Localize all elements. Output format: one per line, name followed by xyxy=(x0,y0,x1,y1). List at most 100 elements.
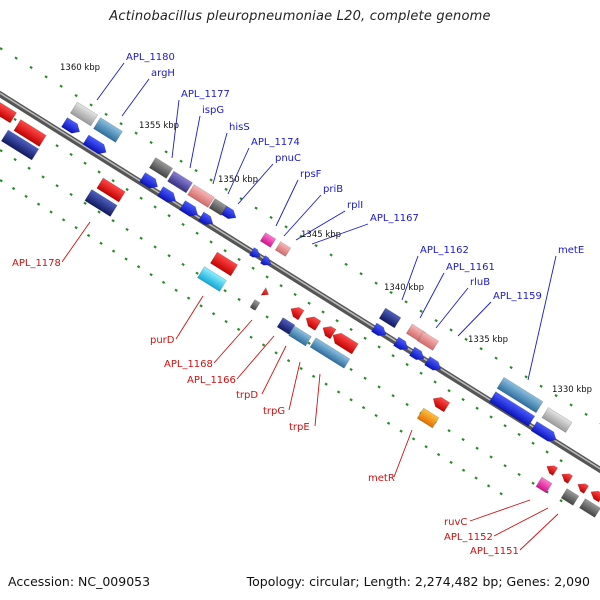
gc-dot xyxy=(41,175,45,179)
gc-dot xyxy=(359,272,363,276)
gene-label-forward[interactable]: APL_1159 xyxy=(493,291,542,302)
scale-tick-label: 1355 kbp xyxy=(139,121,179,131)
leader-line xyxy=(237,163,274,205)
gene-label-forward[interactable]: rluB xyxy=(470,277,490,288)
cds-arrow xyxy=(530,421,557,442)
leader-line xyxy=(295,210,346,241)
leader-line xyxy=(236,335,275,380)
gc-dot xyxy=(486,484,491,488)
gene-label-forward[interactable]: pnuC xyxy=(275,153,301,164)
cds-block xyxy=(288,325,312,347)
gc-dot xyxy=(139,236,143,240)
gc-dot xyxy=(479,347,483,351)
gc-dot xyxy=(419,309,423,313)
gc-dot xyxy=(419,371,423,375)
gc-dot xyxy=(167,214,171,218)
gene-label-forward[interactable]: hisS xyxy=(229,122,250,133)
gc-dot xyxy=(0,149,3,153)
leader-line xyxy=(419,272,445,319)
gene-label-forward[interactable]: priB xyxy=(323,184,343,195)
cds-arrow xyxy=(260,255,272,266)
gc-dot xyxy=(265,315,269,319)
leader-line xyxy=(401,255,419,301)
gc-dot xyxy=(517,432,521,437)
gene-label-reverse[interactable]: purD xyxy=(150,335,175,346)
gene-label-reverse[interactable]: APL_1166 xyxy=(187,375,236,386)
gc-dot xyxy=(503,424,507,428)
scale-tick-label: 1335 kbp xyxy=(468,335,508,345)
feature-track xyxy=(0,100,600,518)
gene-label-forward[interactable]: argH xyxy=(151,68,175,79)
cds-arrow xyxy=(139,172,158,189)
gene-label-forward[interactable]: APL_1180 xyxy=(126,52,175,63)
gc-dot xyxy=(161,280,166,285)
leader-line xyxy=(283,194,322,237)
gc-dot xyxy=(269,215,273,220)
gc-dot xyxy=(104,112,108,116)
cds-arrow xyxy=(221,205,237,220)
gc-dot xyxy=(509,365,513,370)
gene-label-reverse[interactable]: trpE xyxy=(289,422,310,433)
gc-dot xyxy=(314,243,318,248)
gc-dot xyxy=(293,292,297,297)
gc-dot xyxy=(74,226,78,230)
gc-dot xyxy=(36,202,41,206)
gc-dot xyxy=(69,192,73,197)
accession-text: Accession: NC_009053 xyxy=(8,574,151,589)
gc-dot xyxy=(517,472,521,477)
cds-arrow xyxy=(393,336,409,351)
gene-label-reverse[interactable]: APL_1151 xyxy=(470,546,519,557)
gene-label-reverse[interactable]: APL_1152 xyxy=(444,532,493,543)
gc-dot xyxy=(503,464,507,468)
leader-line xyxy=(393,429,413,478)
gc-dot xyxy=(211,312,216,316)
gene-label-reverse[interactable]: APL_1178 xyxy=(12,258,61,269)
scale-tick-label: 1340 kbp xyxy=(384,283,424,293)
gene-label-forward[interactable]: rplI xyxy=(347,200,363,211)
gc-dot xyxy=(86,233,91,238)
gc-dot xyxy=(55,184,59,188)
cds-block xyxy=(276,317,296,335)
cds-arrow xyxy=(577,483,589,494)
gc-dot xyxy=(13,117,17,122)
gc-dot xyxy=(434,318,438,323)
gc-dot xyxy=(14,56,18,60)
cds-block xyxy=(187,184,215,208)
gene-label-forward[interactable]: APL_1177 xyxy=(181,89,230,100)
gc-dot xyxy=(399,429,403,433)
gc-dot xyxy=(274,351,278,355)
gene-label-forward[interactable]: APL_1162 xyxy=(420,245,469,256)
gene-label-reverse[interactable]: ruvC xyxy=(444,517,467,528)
gene-label-forward[interactable]: APL_1174 xyxy=(251,137,300,148)
gc-dot xyxy=(349,367,353,372)
cds-block xyxy=(70,101,98,127)
gc-dot xyxy=(69,152,73,157)
gene-label-forward[interactable]: metE xyxy=(558,245,584,256)
cds-block xyxy=(96,177,126,203)
gene-label-forward[interactable]: ispG xyxy=(202,105,224,116)
gene-label-reverse[interactable]: metR xyxy=(368,473,395,484)
gc-dot xyxy=(405,362,409,367)
gc-dot xyxy=(167,254,171,258)
cds-block xyxy=(274,241,292,257)
gc-dot xyxy=(321,310,325,314)
gene-label-forward[interactable]: APL_1167 xyxy=(370,213,419,224)
gc-dot xyxy=(474,476,478,480)
gc-dot xyxy=(545,450,549,454)
cds-block xyxy=(417,331,439,351)
gene-label-reverse[interactable]: APL_1168 xyxy=(164,359,213,370)
gene-label-reverse[interactable]: trpD xyxy=(236,390,258,401)
gc-dot xyxy=(307,341,311,345)
gene-label-forward[interactable]: rpsF xyxy=(300,169,322,180)
leader-line xyxy=(311,223,369,245)
gc-dot xyxy=(61,218,66,222)
gc-dot xyxy=(436,452,441,457)
gene-label-forward[interactable]: APL_1161 xyxy=(446,262,495,273)
gc-dot xyxy=(13,157,17,162)
gc-dot xyxy=(49,210,53,214)
gc-dot xyxy=(11,186,16,191)
gene-label-reverse[interactable]: trpG xyxy=(263,406,285,417)
gc-dot xyxy=(377,385,381,389)
leader-line xyxy=(261,345,287,395)
